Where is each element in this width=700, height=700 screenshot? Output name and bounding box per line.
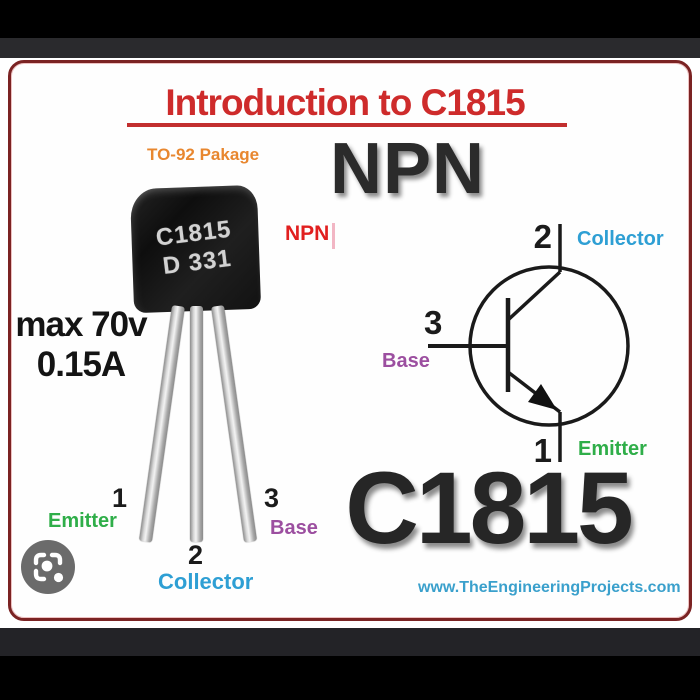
- package-type-label: TO-92 Pakage: [147, 145, 260, 164]
- npn-annotation: NPN: [285, 222, 330, 245]
- max-current: 0.15A: [36, 345, 126, 384]
- google-lens-icon: [21, 540, 75, 594]
- part-number-headline: C1815: [345, 451, 634, 565]
- google-lens-button[interactable]: [21, 540, 75, 594]
- website-url: www.TheEngineeringProjects.com: [418, 579, 681, 596]
- package-pin2-name: Collector: [158, 569, 254, 594]
- max-voltage: max 70v: [15, 305, 147, 344]
- npn-headline: NPN: [330, 129, 486, 209]
- pink-line-artifact: [332, 223, 335, 249]
- diagram-card: [8, 60, 692, 621]
- symbol-pin1-name: Emitter: [578, 438, 647, 460]
- package-marking: C1815 D 331: [129, 211, 262, 284]
- bottom-letterbox-bar: [0, 656, 700, 700]
- page-title: Introduction to C1815: [165, 82, 525, 123]
- transistor-package-photo: C1815 D 331: [129, 184, 262, 314]
- package-pin1-name: Emitter: [48, 510, 117, 532]
- symbol-pin3-number: 3: [424, 304, 443, 341]
- package-pin3-name: Base: [270, 517, 318, 539]
- symbol-pin2-name: Collector: [577, 228, 664, 250]
- collector-diagonal-line: [506, 270, 562, 322]
- title-underline: [127, 123, 567, 127]
- top-gray-strip: [0, 38, 700, 58]
- emitter-arrowhead: [528, 384, 557, 410]
- symbol-pin2-number: 2: [533, 218, 552, 255]
- bottom-gray-strip: [0, 628, 700, 656]
- package-leg-collector: [190, 306, 203, 542]
- top-letterbox-bar: [0, 0, 700, 38]
- max-ratings: max 70v 0.15A: [0, 305, 162, 385]
- npn-transistor-symbol: [428, 224, 630, 462]
- package-pin3-number: 3: [264, 483, 280, 513]
- symbol-pin1-number: 1: [533, 432, 552, 469]
- symbol-pin3-name: Base: [382, 350, 430, 372]
- package-pin2-number: 2: [188, 540, 204, 570]
- package-pin1-number: 1: [112, 483, 128, 513]
